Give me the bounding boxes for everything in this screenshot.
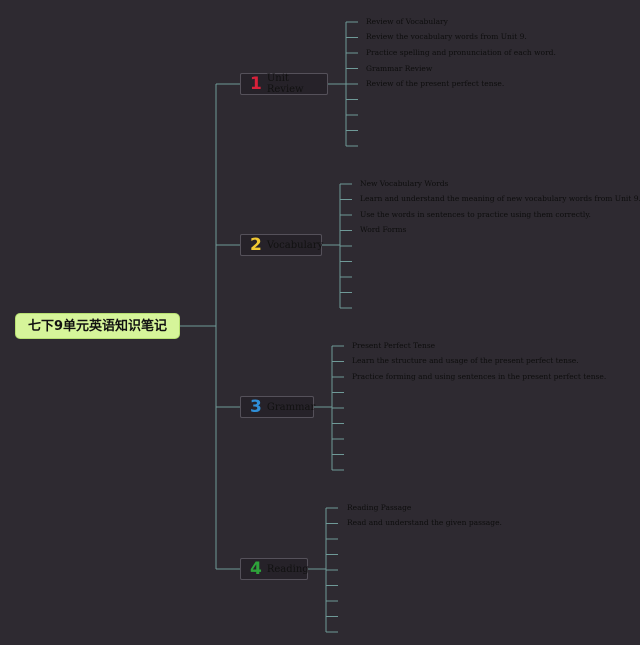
root-node[interactable]: 七下9单元英语知识笔记 <box>15 313 180 339</box>
leaf-item[interactable]: Read and understand the given passage. <box>347 518 502 527</box>
leaf-item[interactable]: New Vocabulary Words <box>360 179 449 188</box>
leaf-item[interactable]: Reading Passage <box>347 503 412 512</box>
leaf-item[interactable]: Grammar Review <box>366 64 433 73</box>
topic-vocabulary[interactable]: 2 Vocabulary <box>240 234 324 256</box>
topic-label: Reading <box>266 563 309 575</box>
topic-grammar[interactable]: 3 Grammar <box>240 396 316 418</box>
topic-label: Grammar <box>266 401 316 413</box>
leaf-item[interactable]: Learn and understand the meaning of new … <box>360 194 640 203</box>
leaf-item[interactable]: Review of Vocabulary <box>366 17 448 26</box>
leaf-item[interactable]: Review of the present perfect tense. <box>366 79 505 88</box>
leaf-item[interactable]: Word Forms <box>360 225 407 234</box>
leaf-item[interactable]: Practice spelling and pronunciation of e… <box>366 48 556 57</box>
leaf-item[interactable]: Practice forming and using sentences in … <box>352 372 607 381</box>
leaf-item[interactable]: Review the vocabulary words from Unit 9. <box>366 32 527 41</box>
topic-number: 2 <box>250 235 262 255</box>
leaf-item[interactable]: Present Perfect Tense <box>352 341 436 350</box>
topic-label: Unit Review <box>266 73 304 95</box>
leaf-item[interactable]: Use the words in sentences to practice u… <box>360 210 591 219</box>
topic-number: 3 <box>250 397 262 417</box>
topic-label: Vocabulary <box>266 239 324 251</box>
leaf-item[interactable]: Learn the structure and usage of the pre… <box>352 356 579 365</box>
topic-unit-review[interactable]: 1 Unit Review <box>240 73 328 95</box>
topic-reading[interactable]: 4 Reading <box>240 558 309 580</box>
topic-number: 1 <box>250 74 262 94</box>
topic-number: 4 <box>250 559 262 579</box>
